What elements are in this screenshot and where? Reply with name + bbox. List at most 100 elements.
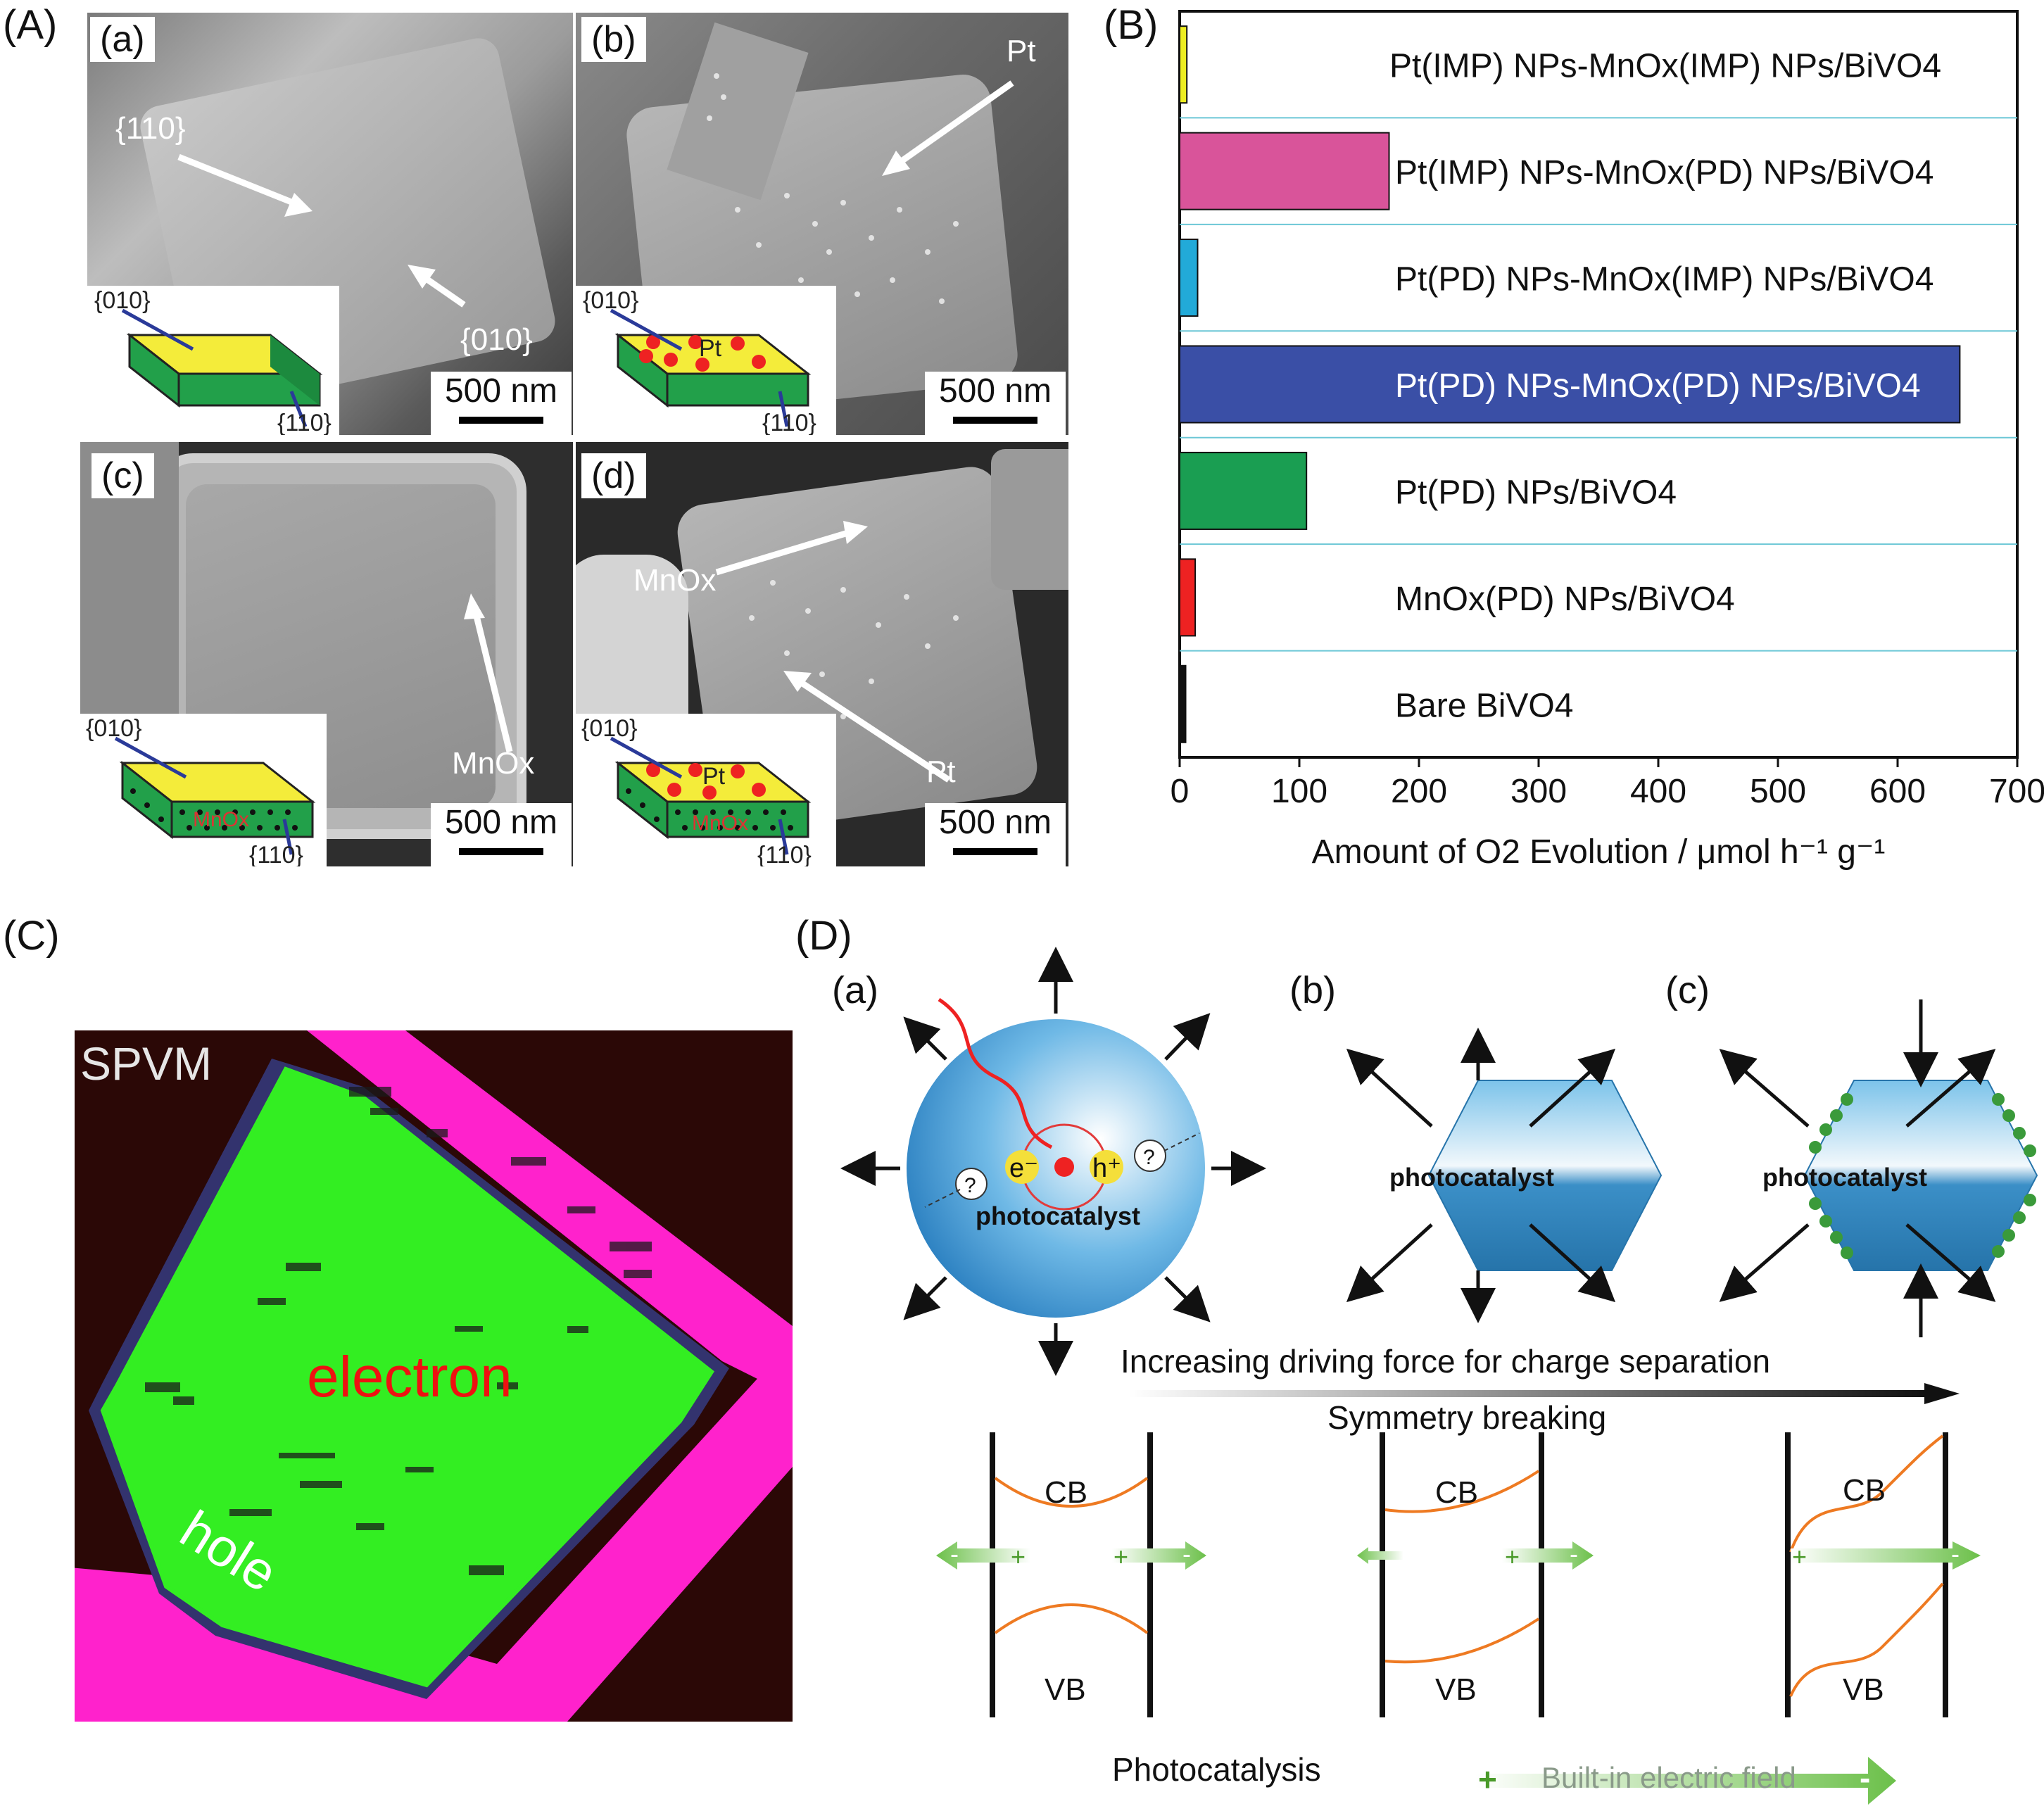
- sphere-photocatalyst: e⁻ h⁺ ? ? photocatalyst: [840, 947, 1266, 1376]
- inset-label-110-d: {110}: [757, 842, 812, 866]
- hexagon-b-label: photocatalyst: [1389, 1163, 1554, 1192]
- symmetry-breaking-schematic: (a) (b) (c) e⁻ h⁺ ? ? photocatalyst: [832, 947, 2038, 1805]
- vb-label-1: VB: [1045, 1672, 1086, 1707]
- plus-1b: +: [1114, 1542, 1128, 1571]
- crystal-inset-c: {010} MnOx {110}: [80, 714, 327, 866]
- cb-label-1: CB: [1045, 1475, 1087, 1510]
- inset-label-010-c: {010}: [86, 715, 141, 742]
- panel-c-label: (C): [3, 913, 60, 959]
- minus-1a: -: [950, 1539, 959, 1568]
- band-diagram-symmetric: CB VB + + - -: [936, 1432, 1206, 1717]
- inset-label-110-b: {110}: [762, 410, 816, 435]
- electron-symbol: e⁻: [1009, 1154, 1038, 1183]
- spvm-title: SPVM: [80, 1037, 212, 1090]
- cb-label-2: CB: [1435, 1475, 1478, 1510]
- panel-a-label: (A): [3, 2, 58, 48]
- driving-force-text: Increasing driving force for charge sepa…: [1121, 1343, 1770, 1380]
- crystal-inset-a: {010} {110}: [87, 286, 339, 435]
- vb-label-2: VB: [1435, 1672, 1477, 1707]
- band-diagram-partial: CB VB + -: [1357, 1432, 1594, 1717]
- x-tick-label: 0: [1171, 773, 1190, 810]
- cb-label-3: CB: [1843, 1473, 1886, 1508]
- panel-b-label: (B): [1104, 2, 1159, 48]
- arrow-label-mnox-c: MnOx: [452, 746, 535, 781]
- panel-d-label: (D): [795, 913, 852, 959]
- mech-label-b: (b): [1289, 969, 1336, 1011]
- sem-image-a: {110} {010} {010} {110} 500 nm: [87, 13, 573, 435]
- inset-label-110-a: {110}: [277, 410, 332, 435]
- hole-symbol: h⁺: [1092, 1154, 1121, 1183]
- x-tick-label: 600: [1869, 773, 1926, 810]
- plus-1a: +: [1011, 1542, 1026, 1571]
- crystal-inset-b: {010} Pt {110}: [576, 286, 836, 435]
- inset-label-pt-d: Pt: [702, 763, 726, 790]
- spvm-map: SPVM electron hole: [75, 1030, 793, 1722]
- question-right: ?: [1143, 1146, 1155, 1169]
- bar-0: [1179, 25, 1188, 104]
- bar-5: [1179, 558, 1197, 637]
- inset-label-mnox-d: MnOx: [692, 812, 748, 835]
- electron-label: electron: [307, 1345, 512, 1409]
- symmetry-breaking-text: Symmetry breaking: [1327, 1399, 1606, 1436]
- sem-image-d: MnOx Pt {010} Pt MnOx {110} 500 nm: [576, 442, 1068, 866]
- inset-label-mnox-c: MnOx: [193, 808, 249, 831]
- photocatalysis-label: Photocatalysis: [1112, 1751, 1321, 1788]
- inset-label-010-a: {010}: [94, 287, 150, 314]
- plus-3: +: [1792, 1542, 1807, 1571]
- minus-2: -: [1570, 1539, 1578, 1568]
- inset-label-pt-b: Pt: [699, 335, 722, 362]
- question-left: ?: [964, 1174, 976, 1197]
- scale-label-c: 500 nm: [444, 804, 558, 841]
- minus-3: -: [1951, 1539, 1960, 1568]
- bar-4: [1179, 451, 1308, 530]
- mech-label-c: (c): [1665, 969, 1710, 1011]
- category-label-2: Pt(PD) NPs-MnOx(IMP) NPs/BiVO4: [1395, 261, 1933, 298]
- arrow-label-110: {110}: [115, 111, 186, 146]
- arrow-label-pt-d: Pt: [926, 755, 956, 789]
- category-label-6: Bare BiVO4: [1395, 687, 1573, 724]
- category-label-5: MnOx(PD) NPs/BiVO4: [1395, 581, 1735, 618]
- bar-1: [1179, 132, 1390, 210]
- scale-bar-c: 500 nm: [431, 803, 572, 866]
- arrow-label-pt-b: Pt: [1007, 34, 1036, 68]
- sem-image-c: MnOx {010} MnOx {110} 500 nm: [80, 442, 573, 866]
- hexagon-photocatalyst-b: photocatalyst: [1346, 1028, 1663, 1323]
- vb-label-3: VB: [1843, 1672, 1884, 1707]
- bar-3: [1179, 345, 1961, 424]
- inset-label-010-b: {010}: [583, 287, 638, 314]
- mech-label-a: (a): [832, 969, 878, 1011]
- x-tick-label: 700: [1989, 773, 2044, 810]
- scale-label-d: 500 nm: [938, 804, 1052, 841]
- arrow-label-mnox-d: MnOx: [633, 563, 717, 598]
- legend-minus: -: [1860, 1760, 1870, 1796]
- category-label-4: Pt(PD) NPs/BiVO4: [1395, 474, 1677, 511]
- crystal-inset-d: {010} Pt MnOx {110}: [576, 714, 836, 866]
- inset-label-110-c: {110}: [249, 842, 303, 866]
- sem-d-label: (d): [581, 453, 646, 498]
- sem-b-label: (b): [581, 17, 646, 62]
- bar-2: [1179, 239, 1199, 317]
- built-in-field-label: Built-in electric field: [1541, 1761, 1796, 1794]
- scale-bar-b: 500 nm: [925, 372, 1066, 435]
- bar-6: [1179, 664, 1187, 743]
- scale-label-a: 500 nm: [444, 372, 558, 410]
- x-axis-label: Amount of O2 Evolution / μmol h⁻¹ g⁻¹: [1312, 833, 1886, 871]
- sem-c-label: (c): [92, 453, 154, 498]
- plus-2: +: [1505, 1542, 1520, 1571]
- minus-1b: -: [1182, 1539, 1191, 1568]
- sem-a-label: (a): [90, 17, 155, 62]
- hexagon-c-label: photocatalyst: [1762, 1163, 1927, 1192]
- category-label-3: Pt(PD) NPs-MnOx(PD) NPs/BiVO4: [1395, 367, 1921, 405]
- sem-image-b: Pt {010} Pt {110} 500 nm: [576, 13, 1068, 435]
- x-tick-label: 400: [1630, 773, 1686, 810]
- scale-label-b: 500 nm: [938, 372, 1052, 410]
- sphere-photocatalyst-label: photocatalyst: [976, 1201, 1140, 1230]
- legend-plus: +: [1478, 1761, 1497, 1798]
- x-tick-label: 100: [1271, 773, 1327, 810]
- x-tick-label: 500: [1750, 773, 1806, 810]
- category-label-1: Pt(IMP) NPs-MnOx(PD) NPs/BiVO4: [1395, 154, 1933, 191]
- scale-bar-a: 500 nm: [431, 372, 572, 435]
- arrow-label-010: {010}: [460, 322, 533, 357]
- band-diagram-asymmetric: CB VB + -: [1785, 1432, 1981, 1717]
